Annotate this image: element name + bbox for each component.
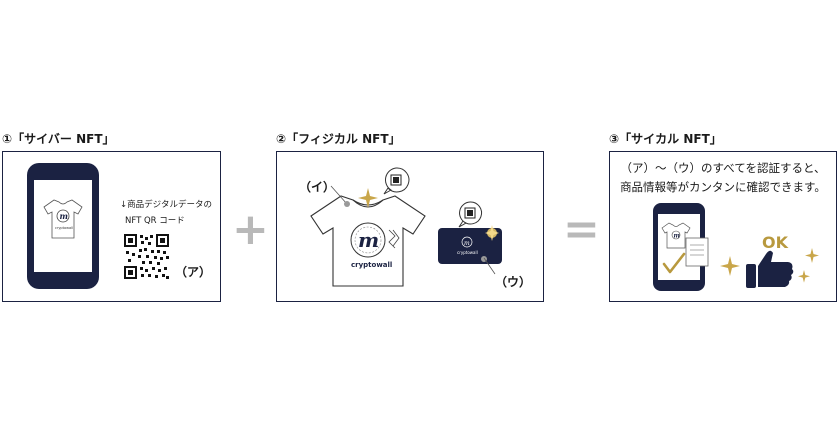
equals-operator: = xyxy=(563,204,600,255)
panel-1-title: ①「サイバー NFT」 xyxy=(2,132,115,146)
shirt-logo-text: cryptowall xyxy=(351,261,392,269)
panel-2-title: ②「フィジカル NFT」 xyxy=(276,132,401,146)
physical-nft-panel: （イ） m cryptowall m cryptowall xyxy=(276,151,544,302)
svg-text:m: m xyxy=(358,228,379,252)
qr-caption-line2: NFT QR コード xyxy=(125,216,185,226)
marker-a: （ア） xyxy=(175,265,212,279)
plus-operator: + xyxy=(232,204,269,255)
phone-logo-text: cryptowall xyxy=(55,226,73,230)
marker-i: （イ） xyxy=(299,180,336,194)
svg-text:m: m xyxy=(674,233,680,240)
tshirt-icon: m cryptowall xyxy=(310,185,426,287)
cycal-nft-panel: （ア）～（ウ）のすべてを認証すると、 商品情報等がカンタンに確認できます。 m … xyxy=(609,151,837,302)
description-line2: 商品情報等がカンタンに確認できます。 xyxy=(620,180,826,194)
panel-3-title: ③「サイカル NFT」 xyxy=(609,132,722,146)
cyber-nft-panel: m cryptowall ↓商品デジタルデータの NFT QR コード （ア） xyxy=(2,151,221,302)
smartphone-icon: m cryptowall xyxy=(27,163,99,289)
thumbs-up-ok-icon: OK xyxy=(720,233,819,288)
marker-u: （ウ） xyxy=(495,275,532,289)
qr-code-icon xyxy=(124,234,169,279)
qr-caption-line1: ↓商品デジタルデータの xyxy=(120,200,212,210)
svg-text:m: m xyxy=(464,240,470,247)
description-line1: （ア）～（ウ）のすべてを認証すると、 xyxy=(620,161,826,175)
nfc-chip-icon xyxy=(383,167,410,195)
card-leader-line xyxy=(483,257,496,275)
verified-phone-icon: m xyxy=(653,203,709,291)
nfc-card-icon: m cryptowall xyxy=(438,201,502,264)
card-logo-text: cryptowall xyxy=(457,250,478,255)
ok-label: OK xyxy=(762,233,789,252)
svg-text:m: m xyxy=(60,211,68,221)
